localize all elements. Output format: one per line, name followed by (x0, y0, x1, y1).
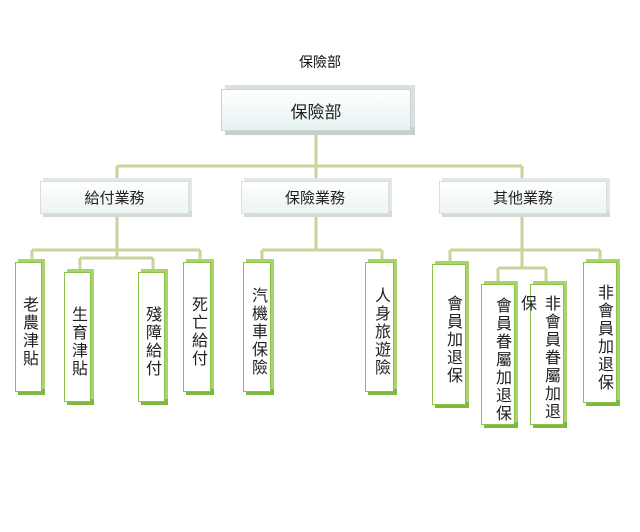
node-root: 保險部 (221, 89, 411, 131)
node-leaf-2-2-label: 非會員眷屬加退保 (518, 295, 561, 421)
node-leaf-2-0: 會員加退保 (432, 264, 466, 405)
node-leaf-2-3: 非會員加退保 (583, 262, 617, 403)
node-leaf-1-0: 汽機車保險 (243, 262, 271, 392)
node-leaf-0-3-label: 死亡給付 (189, 296, 208, 368)
node-group-2: 其他業務 (439, 181, 607, 214)
node-leaf-0-2-label: 殘障給付 (143, 306, 162, 378)
node-group-2-label: 其他業務 (492, 189, 553, 207)
node-leaf-2-1: 會員眷屬加退保 (481, 284, 515, 425)
node-leaf-1-1: 人身旅遊險 (365, 262, 394, 392)
node-group-0: 給付業務 (40, 181, 189, 214)
node-leaf-0-1-label: 生育津貼 (69, 306, 88, 378)
node-group-1-label: 保險業務 (284, 189, 345, 207)
node-leaf-0-2: 殘障給付 (138, 272, 165, 402)
node-group-1: 保險業務 (241, 181, 389, 214)
node-leaf-1-0-label: 汽機車保險 (249, 287, 268, 377)
node-leaf-0-3: 死亡給付 (183, 262, 211, 392)
diagram-caption: 保險部 (299, 55, 341, 71)
node-leaf-1-1-label: 人身旅遊險 (372, 287, 391, 377)
node-leaf-2-1-label: 會員眷屬加退保 (493, 296, 512, 423)
node-group-0-label: 給付業務 (84, 189, 145, 207)
node-leaf-0-1: 生育津貼 (64, 272, 91, 402)
node-leaf-0-0-label: 老農津貼 (20, 296, 39, 368)
node-leaf-0-0: 老農津貼 (15, 262, 42, 392)
node-leaf-2-0-label: 會員加退保 (444, 294, 463, 385)
node-root-label: 保險部 (290, 102, 342, 123)
node-leaf-2-3-label: 非會員加退保 (595, 283, 614, 392)
node-leaf-2-2: 非會員眷屬加退保 (518, 284, 564, 425)
